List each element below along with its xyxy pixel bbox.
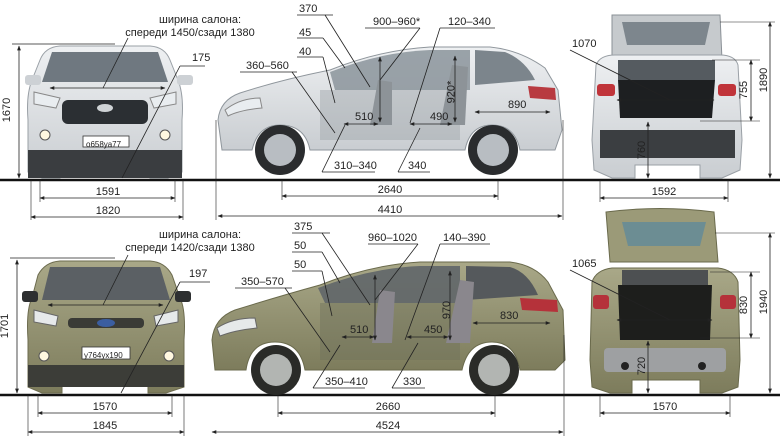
ford-rear-track: 1570 — [652, 401, 678, 413]
ford-front-seat-depth: 510 — [350, 324, 369, 336]
ford-side-view — [211, 261, 566, 395]
hyundai-plate: о658уа77 — [86, 140, 122, 149]
hyundai-front-view — [25, 45, 193, 179]
hyundai-load-height: 760 — [636, 140, 649, 160]
hyundai-cabin-width-title: ширина салона: — [158, 14, 242, 26]
ford-front-headroom-range: 960–1020 — [368, 232, 417, 244]
hyundai-angle-1: 45 — [299, 27, 312, 39]
ford-ground-clearance: 197 — [189, 268, 208, 280]
ford-cabin-width-value: спереди 1420/сзади 1380 — [125, 242, 255, 254]
ford-headroom-front-label: 375 — [294, 221, 313, 233]
hyundai-trunk-length: 890 — [508, 99, 527, 111]
ford-trunk-length: 830 — [500, 310, 519, 322]
hyundai-seat-height: 310–340 — [334, 160, 377, 172]
hyundai-front-headroom-range: 900–960* — [373, 16, 421, 28]
ford-rear-view — [589, 208, 741, 394]
ford-height: 1701 — [0, 313, 12, 339]
ford-legroom-range: 140–390 — [443, 232, 486, 244]
ford-height-open: 1940 — [758, 289, 771, 315]
ford-trunk-width: 1065 — [572, 258, 597, 270]
hyundai-ground-clearance: 175 — [192, 52, 211, 64]
ford-angle-1: 50 — [294, 240, 307, 252]
ford-rear-seat-height: 330 — [403, 376, 422, 388]
hyundai-length: 4410 — [377, 204, 403, 216]
hyundai-rear-track: 1592 — [651, 186, 677, 198]
ford-front-track: 1570 — [92, 401, 118, 413]
ford-load-height: 720 — [636, 356, 649, 376]
hyundai-rear-seat-height: 340 — [408, 160, 427, 172]
hyundai-rear-seat-depth: 490 — [430, 111, 449, 123]
hyundai-legroom-range: 120–340 — [448, 16, 491, 28]
ford-rear-headroom: 970 — [441, 300, 454, 320]
ford-length: 4524 — [375, 420, 401, 432]
hyundai-cabin-width-value: спереди 1450/сзади 1380 — [125, 27, 255, 39]
hyundai-front-seat-depth: 510 — [355, 111, 374, 123]
ford-cabin-width-title: ширина салона: — [158, 229, 242, 241]
ford-rear-seat-depth: 450 — [424, 324, 443, 336]
ford-seat-height: 350–410 — [325, 376, 368, 388]
hyundai-side-view — [217, 46, 563, 175]
ford-pedal-distance: 350–570 — [241, 276, 284, 288]
hyundai-angle-2: 40 — [299, 46, 312, 58]
hyundai-rear-headroom: 920* — [445, 80, 458, 104]
hyundai-height: 1670 — [1, 97, 14, 123]
hyundai-headroom-front-label: 370 — [299, 3, 318, 15]
ford-front-view — [22, 260, 191, 394]
hyundai-rear-view — [591, 14, 743, 179]
ford-wheelbase: 2660 — [375, 401, 401, 413]
hyundai-front-track: 1591 — [95, 186, 121, 198]
hyundai-height-open: 1890 — [758, 67, 771, 93]
hyundai-wheelbase: 2640 — [377, 184, 403, 196]
hyundai-width: 1820 — [95, 205, 121, 217]
hyundai-trunk-width: 1070 — [572, 38, 597, 50]
hyundai-trunk-height: 755 — [738, 80, 751, 100]
ford-angle-2: 50 — [294, 259, 307, 271]
ford-width: 1845 — [92, 420, 118, 432]
hyundai-pedal-distance: 360–560 — [246, 60, 289, 72]
ford-plate: у764ух190 — [84, 351, 123, 360]
ford-trunk-height: 830 — [738, 295, 751, 315]
